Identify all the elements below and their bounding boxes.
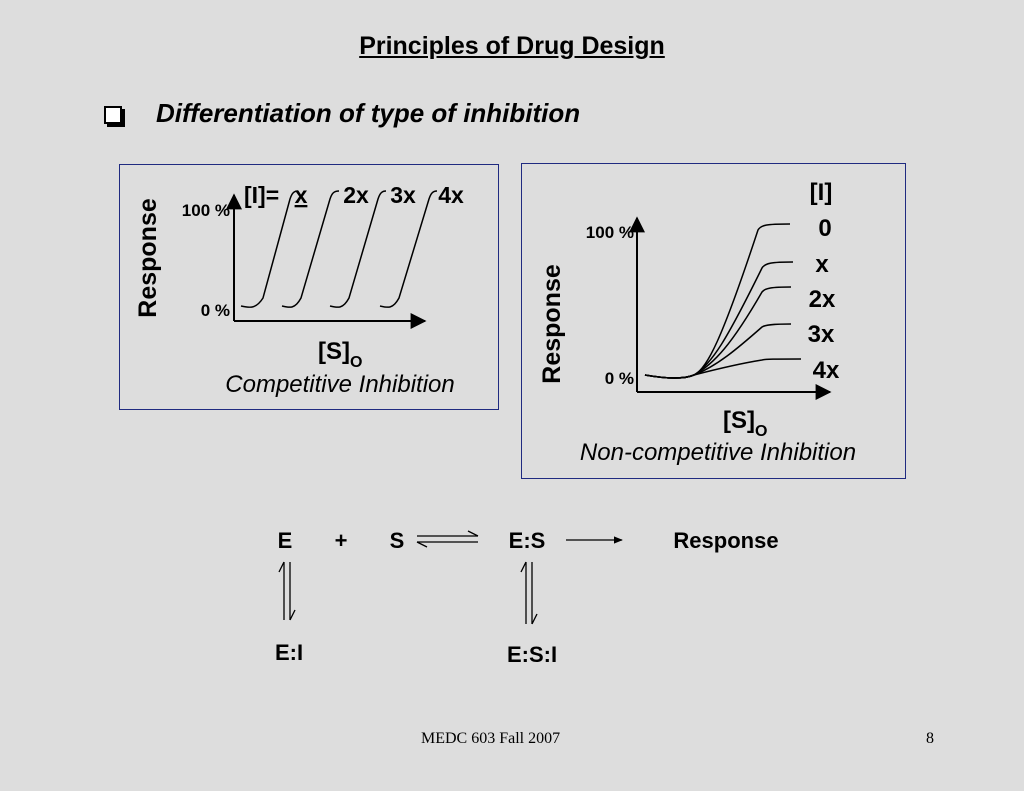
curve-label-4x: 4x (813, 357, 840, 384)
curve-label-0: 0 (818, 215, 831, 242)
x-axis-label: [S]O (318, 338, 362, 371)
response-label: Response (673, 528, 778, 553)
curve-x (240, 190, 299, 308)
curve-label-2x: 2x (343, 182, 369, 208)
y-axis-label: Response (134, 198, 162, 318)
slide-title: Principles of Drug Design (359, 32, 665, 60)
x-axis-label: [S]O (723, 407, 767, 440)
y-tick-100: 100 % (586, 223, 634, 242)
inhibitor-legend-title: [I] (810, 179, 833, 206)
bullet-text: Differentiation of type of inhibition (156, 98, 581, 128)
checkbox-bullet-icon (104, 106, 122, 124)
species-ES: E:S (509, 528, 546, 553)
curve-label-3x: 3x (808, 321, 835, 348)
noncompetitive-inhibition-diagram: Response 100 % 0 % [I] 0 x 2x 3x 4x [S]O… (538, 179, 856, 466)
curve-label-4x: 4x (438, 182, 464, 208)
equilibrium-arrow-es-esi (520, 561, 538, 625)
y-tick-0: 0 % (201, 301, 230, 320)
panel-caption: Non-competitive Inhibition (580, 439, 856, 466)
curve-label-2x: 2x (809, 286, 836, 313)
competitive-inhibition-diagram: Response 100 % 0 % [I]= x 2x 3x 4x [S]O … (134, 182, 464, 398)
curve-label-x: x (815, 251, 829, 278)
curve-4x (644, 358, 802, 379)
footer-course: MEDC 603 Fall 2007 (421, 730, 561, 747)
curve-label-x: x (295, 182, 308, 208)
noncompetitive-inhibition-panel: Response 100 % 0 % [I] 0 x 2x 3x 4x [S]O… (521, 163, 906, 479)
equilibrium-arrow-e-ei (278, 561, 296, 621)
y-tick-0: 0 % (605, 369, 634, 388)
curve-2x (644, 286, 792, 379)
curve-0 (644, 223, 791, 379)
species-EI: E:I (275, 640, 303, 665)
curve-x (644, 261, 794, 379)
y-axis-label: Response (538, 264, 566, 384)
curve-label-3x: 3x (390, 182, 416, 208)
species-ESI: E:S:I (507, 642, 557, 667)
footer-page-number: 8 (926, 730, 934, 747)
species-S: S (390, 528, 405, 553)
panel-caption: Competitive Inhibition (225, 371, 454, 398)
competitive-inhibition-panel: Response 100 % 0 % [I]= x 2x 3x 4x [S]O … (119, 164, 499, 410)
curve-3x (644, 323, 792, 379)
curve-4x (379, 190, 438, 308)
y-tick-100: 100 % (182, 201, 230, 220)
curve-2x (281, 190, 340, 308)
species-E: E (278, 528, 293, 553)
curve-3x (329, 190, 387, 308)
inhibitor-legend-prefix: [I]= (244, 182, 279, 208)
plus-sign: + (335, 528, 348, 553)
equilibrium-arrow-s-es (416, 530, 479, 548)
